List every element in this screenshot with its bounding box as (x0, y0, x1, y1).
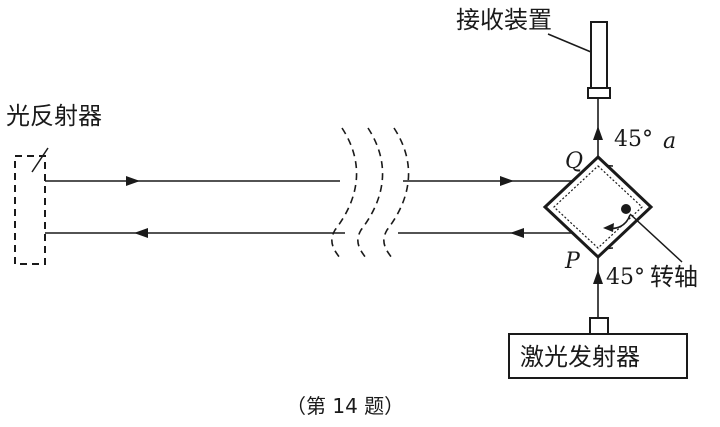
vertical-beam-arrow-up-top (593, 126, 603, 140)
axis-leader-line (629, 213, 683, 263)
distance-break-marks (331, 127, 410, 259)
lower-beam-arrow-1 (134, 228, 148, 238)
figure-caption: （第 14 题） (286, 394, 404, 418)
vertical-beam-arrow-up-bottom (593, 270, 603, 284)
point-p-label: P (564, 249, 581, 274)
angle-label-top: 45° (614, 127, 653, 152)
rotating-mirror (542, 154, 654, 260)
laser-emitter-label: 激光发射器 (520, 343, 640, 371)
reflector-leader-line (31, 147, 49, 173)
upper-beam-arrow-1 (126, 176, 140, 186)
light-reflector (14, 155, 46, 265)
reflector-label: 光反射器 (6, 102, 102, 130)
laser-nozzle (589, 317, 609, 335)
laser-emitter-box (508, 333, 688, 379)
lower-beam-arrow-2 (510, 228, 524, 238)
receiver-leader-line (547, 33, 592, 53)
point-q-label: Q (565, 149, 583, 174)
receiver-label: 接收装置 (456, 6, 552, 34)
angle-label-bottom: 45° (606, 265, 645, 290)
rotation-axis-pivot (621, 204, 631, 214)
rotation-arrowhead (603, 223, 614, 232)
rotation-axis-label: 转轴 (650, 263, 698, 291)
receiver-device (587, 21, 611, 99)
mirror-a-label: a (663, 129, 676, 154)
upper-beam-arrow-2 (500, 176, 514, 186)
